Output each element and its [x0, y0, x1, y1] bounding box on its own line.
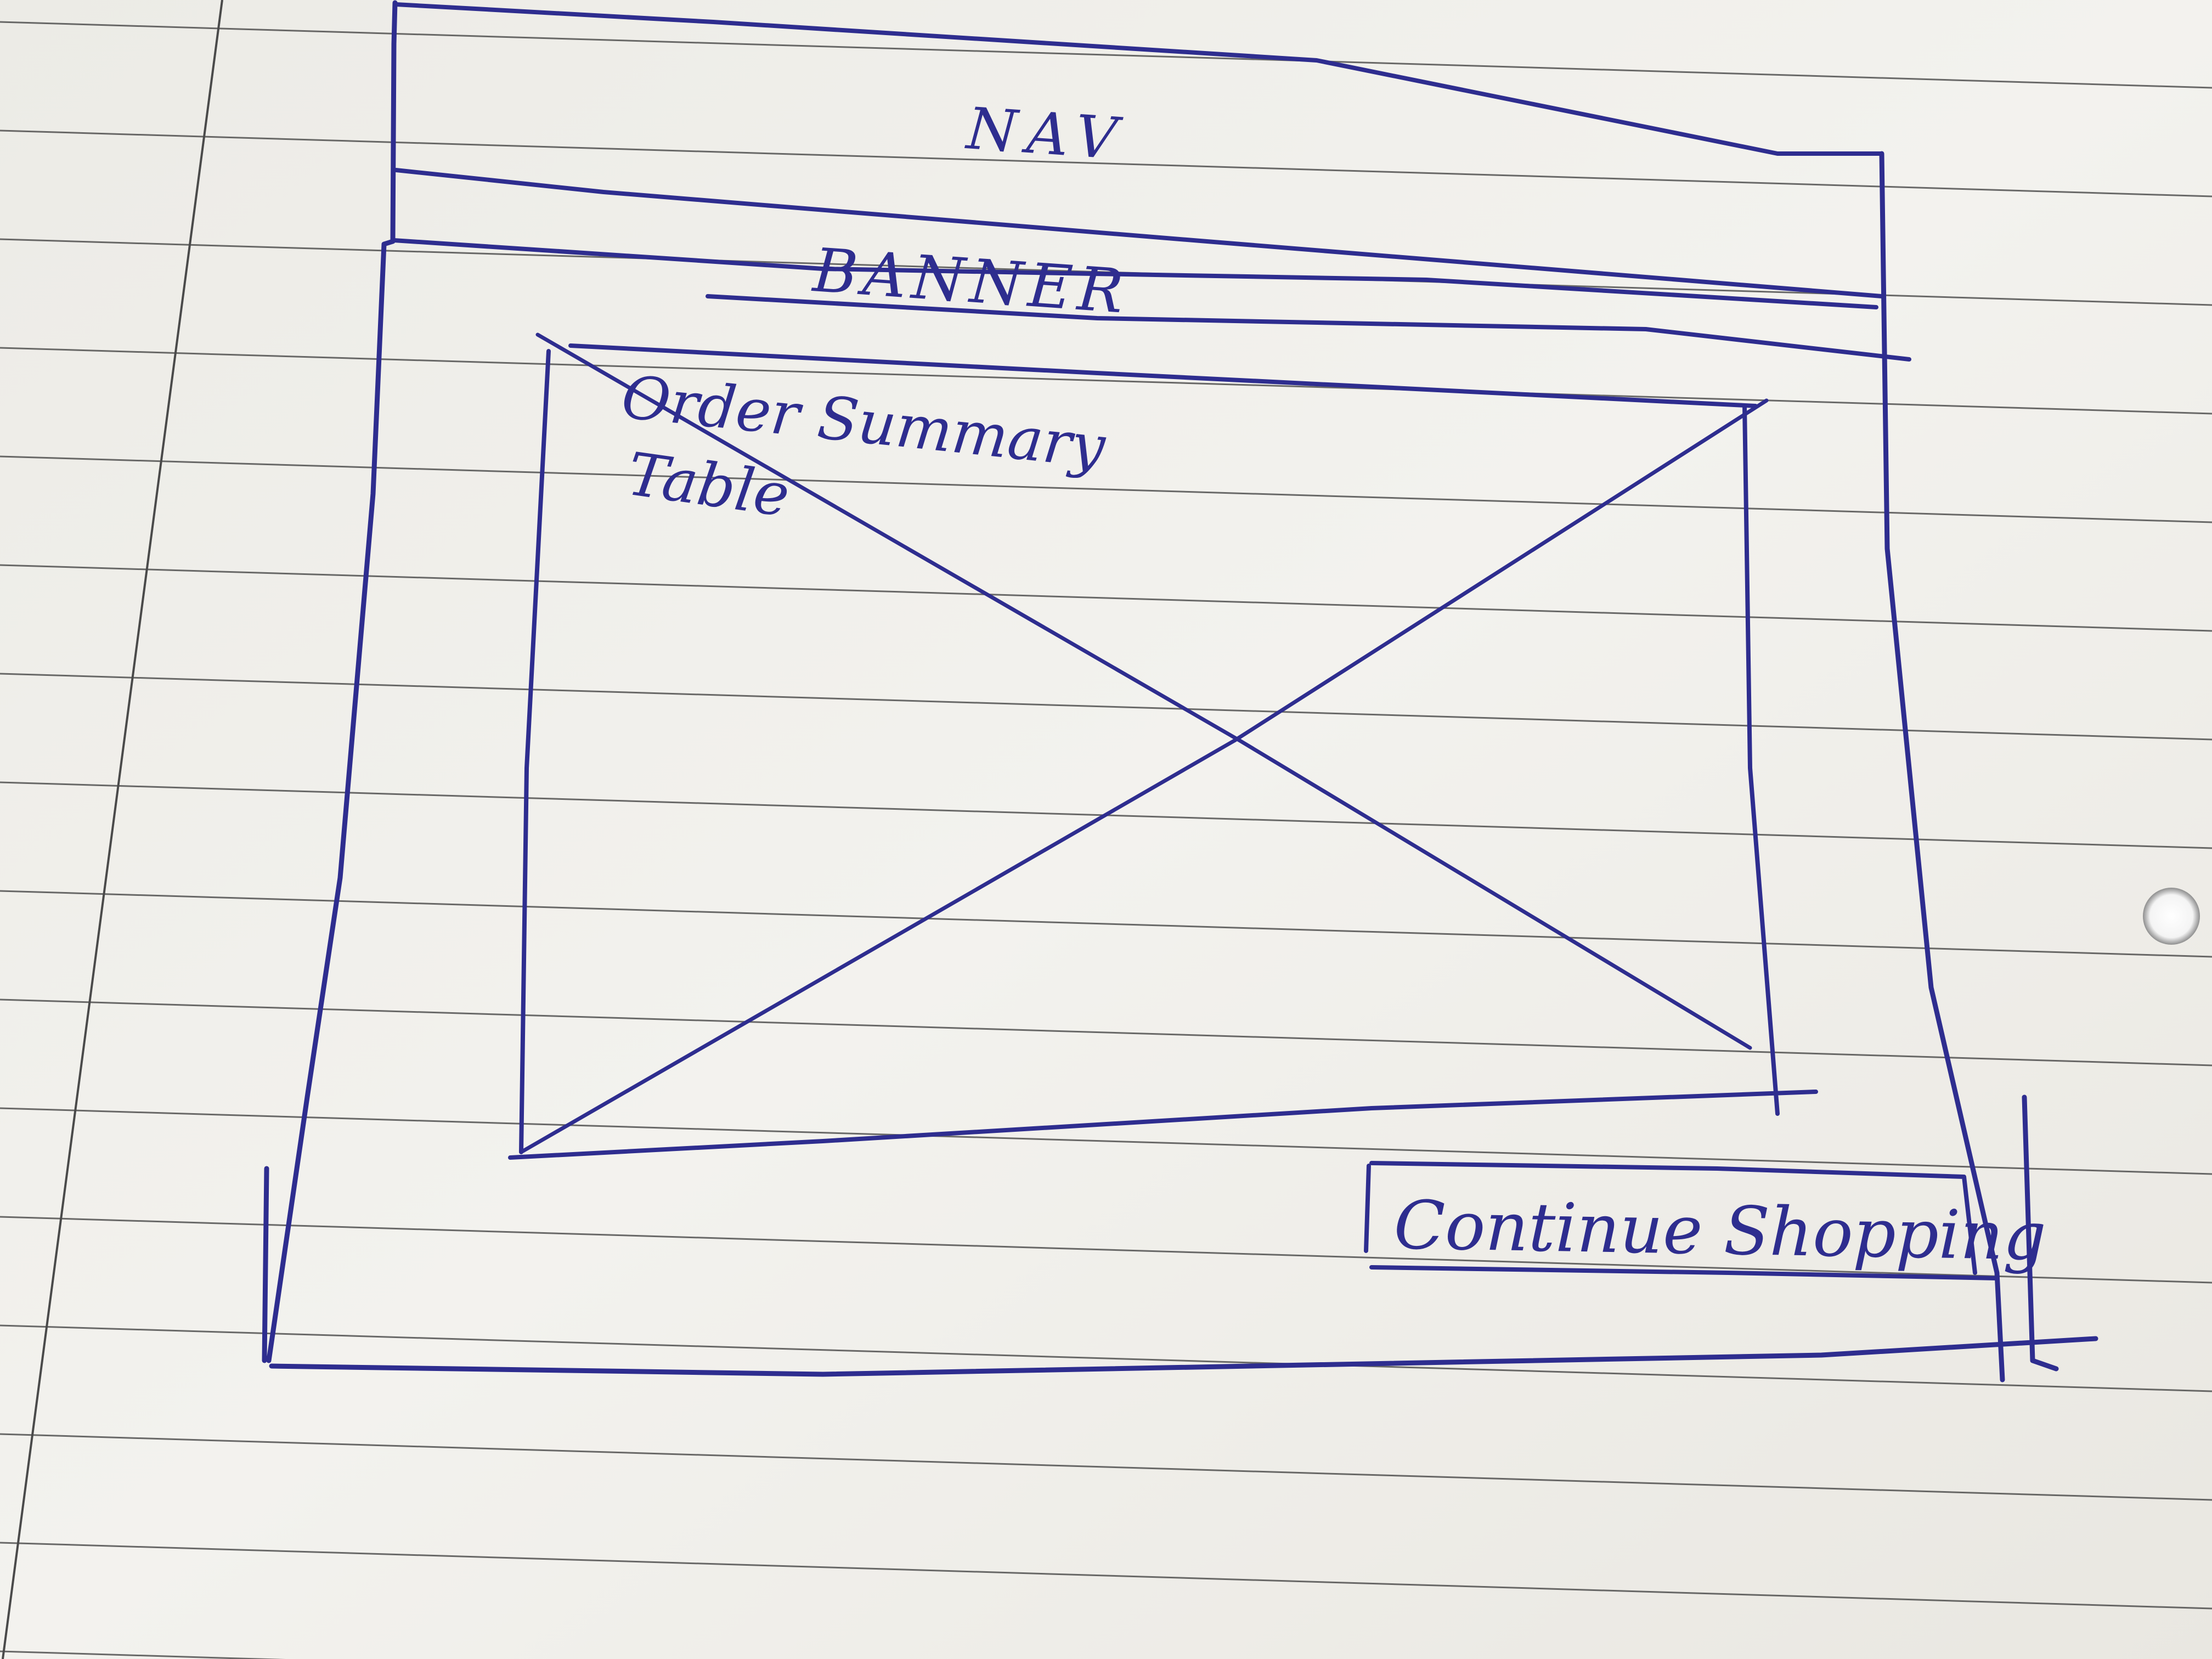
ruled-line: [0, 455, 2212, 523]
ruled-line: [0, 998, 2212, 1066]
ruled-line: [0, 347, 2212, 415]
ruled-lines: [0, 21, 2212, 1659]
ruled-line: [0, 129, 2212, 198]
ruled-line: [0, 1324, 2212, 1392]
table-placeholder-cross-a: [535, 332, 1752, 1050]
margin-line: [2, 0, 223, 1659]
ruled-line: [0, 1433, 2212, 1501]
page-frame: [262, 0, 2098, 1383]
table-placeholder-cross-b: [519, 398, 1769, 1154]
nav-bottom-edge: [394, 168, 1884, 298]
ruled-line: [0, 1107, 2212, 1175]
ruled-line: [0, 890, 2212, 958]
nav-label: NAV: [963, 95, 1129, 173]
punch-hole: [2143, 888, 2200, 945]
ruled-line: [0, 673, 2212, 741]
button-outline: [1364, 1161, 1999, 1280]
ruled-line: [0, 1542, 2212, 1610]
nav-section: NAV: [394, 2, 1884, 298]
banner-top-edge: [392, 238, 1878, 309]
continue-shopping-button[interactable]: Continue Shopping: [1364, 1161, 2047, 1280]
continue-shopping-label: Continue Shopping: [1393, 1186, 2046, 1276]
nav-top-edge: [394, 2, 1884, 156]
ruled-line: [0, 21, 2212, 89]
ruled-line: [0, 1216, 2212, 1284]
ruled-line: [0, 564, 2212, 632]
table-box-outline: [508, 343, 1818, 1160]
banner-bottom-edge: [706, 294, 1911, 362]
